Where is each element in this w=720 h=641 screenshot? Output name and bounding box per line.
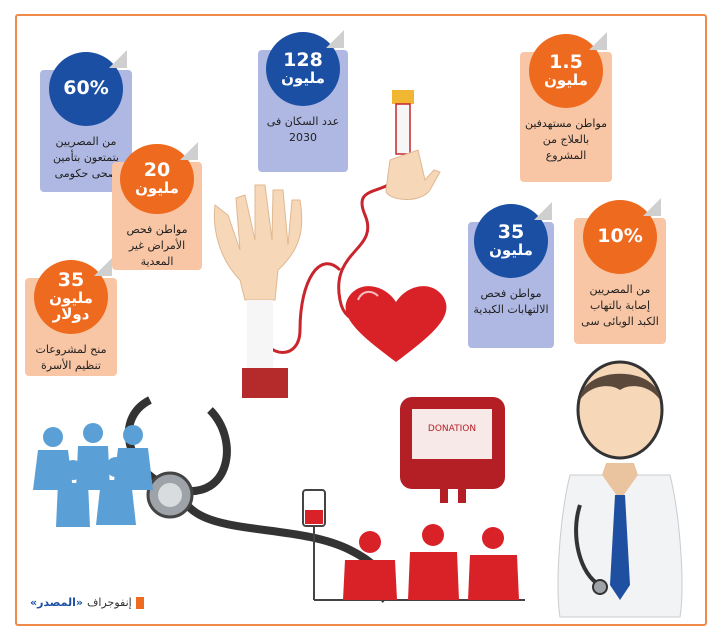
stat-description: مواطن فحص الالتهابات الكبدية	[473, 287, 549, 316]
stat-value: 35	[57, 269, 85, 292]
stat-card-population: 128 مليون عدد السكان فى 2030	[258, 30, 348, 172]
blood-bag-icon: DONATION	[400, 397, 505, 503]
doctor-icon	[557, 360, 683, 618]
stat-card-family-planning: 35 مليون دولار منح لمشروعات تنظيم الأسرة	[25, 258, 117, 376]
stat-unit: مليون	[135, 179, 179, 198]
stat-card-hepatitis-c: 10% من المصريين إصابة بالتهاب الكبد الوب…	[574, 198, 666, 344]
stat-description: مواطن مستهدفين بالعلاج من المشروع	[524, 117, 608, 162]
stat-unit: مليون دولار	[49, 289, 93, 323]
stat-badge: 10%	[583, 198, 661, 274]
stat-badge: 35 مليون	[474, 202, 552, 278]
source-credit: إنفوجراف «المصدر»	[30, 596, 144, 609]
stat-value: 1.5	[549, 51, 583, 74]
stat-description: مواطن فحص الأمراض غير المعدية	[126, 223, 188, 269]
credit-source: «المصدر»	[30, 596, 84, 609]
stat-badge: 60%	[49, 50, 127, 126]
stat-description: من المصريين يتمتعون بتأمين صحى حكومى	[53, 135, 119, 180]
stat-card-ncd-screening: 20 مليون مواطن فحص الأمراض غير المعدية	[112, 142, 202, 270]
lower-hand-icon	[213, 184, 303, 398]
stat-unit: مليون	[281, 69, 325, 88]
iv-drip-illustration	[302, 489, 525, 601]
stat-badge: 1.5 مليون	[529, 32, 607, 108]
people-group-icon	[33, 423, 153, 527]
brand-mark-icon	[135, 596, 144, 609]
stat-unit: مليون	[544, 71, 588, 90]
stat-card-insurance: 60% من المصريين يتمتعون بتأمين صحى حكومى	[40, 50, 132, 192]
stat-value: 35	[497, 221, 525, 244]
stat-description: منح لمشروعات تنظيم الأسرة	[35, 343, 107, 372]
stat-card-treatment: 1.5 مليون مواطن مستهدفين بالعلاج من المش…	[520, 32, 612, 182]
stat-value: 20	[143, 159, 171, 182]
infographic-frame	[15, 14, 707, 626]
stat-value: 128	[283, 49, 323, 72]
stat-card-hepatitis-screening: 35 مليون مواطن فحص الالتهابات الكبدية	[468, 202, 554, 348]
stat-badge: 20 مليون	[120, 142, 198, 215]
stat-unit: مليون	[489, 241, 533, 260]
stat-description: عدد السكان فى 2030	[266, 115, 340, 144]
stat-badge: 35 مليون دولار	[34, 258, 112, 334]
upper-hand-icon	[385, 90, 441, 200]
stat-value: 10%	[597, 225, 643, 248]
stat-value: 60%	[63, 77, 109, 100]
stat-description: من المصريين إصابة بالتهاب الكبد الوبائى …	[581, 283, 659, 328]
credit-prefix: إنفوجراف	[87, 596, 132, 609]
stat-badge: 128 مليون	[266, 30, 344, 106]
heart-bag-icon	[345, 286, 447, 362]
blood-bag-label: DONATION	[428, 424, 476, 434]
